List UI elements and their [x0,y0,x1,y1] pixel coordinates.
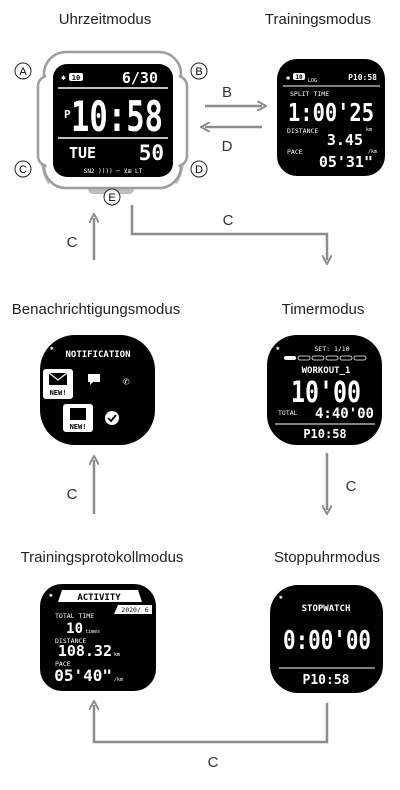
distance-unit: km [114,652,120,658]
message-icon [88,374,100,385]
svg-text:✱: ✱ [49,345,54,352]
label-training-log-mode: Trainingsprotokollmodus [20,549,184,566]
check-icon [105,411,119,425]
split-time: 1:00'25 [288,98,374,127]
phone-icon: ✆ [123,375,130,388]
arrow-d-label: D [221,138,233,155]
time: 10:58 [71,92,163,141]
arrow-c-label: C [222,212,234,229]
distance: 3.45 [327,131,363,149]
notification-title: NOTIFICATION [65,350,130,360]
total-time-label: TOTAL TIME [55,612,94,620]
svg-text:✱: ✱ [275,345,280,352]
distance-label: DISTANCE [55,637,86,645]
training-screen: ✱ 10 LOG P10:58 SPLIT TIME 1:00'25 DISTA… [277,59,385,176]
battery-level: 10 [295,74,303,81]
arrow-c-label: C [345,478,357,495]
battery-level: 10 [72,74,80,82]
label-training-mode: Trainingsmodus [264,11,372,28]
timekeeping-screen: ✱ 10 6/30 P 10:58 TUE 50 SN2 )))) ⌐ ⊻⊞ L… [58,69,168,175]
label-notification-mode: Benachrichtigungsmodus [11,301,181,318]
distance-unit: km [366,127,372,133]
timer-set: SET: 1/10 [314,345,349,353]
label-stopwatch-mode: Stoppuhrmodus [274,549,380,566]
status-icons: SN2 )))) ⌐ ⊻⊞ LT [84,168,143,175]
clock: P10:58 [303,673,350,688]
arrow-stopwatch-to-log [94,703,329,744]
times-unit: times [85,629,100,635]
clock: P10:58 [303,427,346,441]
pace-label: PACE [55,660,71,668]
new-badge: NEW! [50,389,67,397]
log-indicator: LOG [308,78,317,84]
button-e-label: E [108,192,115,204]
total-label: TOTAL [278,409,298,417]
weekday: TUE [69,144,96,162]
seconds: 50 [139,141,164,165]
distance-label: DISTANCE [287,127,318,135]
new-badge: NEW! [70,423,87,431]
timer-time: 10'00 [291,375,361,409]
training-log-screen: ✱ ACTIVITY 2020/ 6 TOTAL TIME 10 times D… [40,584,156,691]
button-d-label: D [195,164,203,176]
stopwatch-screen: ✱ STOPWATCH 0:00'00 P10:58 [270,585,383,693]
button-a-label: A [19,66,27,78]
distance: 108.32 [58,642,112,660]
arrow-b-label: B [221,84,233,101]
date: 6/30 [122,69,158,87]
clock: P10:58 [348,73,377,82]
watch-display [53,64,173,177]
bluetooth-icon: ✱ [286,74,291,82]
watch-timekeeping [36,50,189,194]
svg-text:✱: ✱ [278,594,283,601]
pace: 05'31" [319,153,373,171]
arrow-c-label: C [207,754,219,771]
stopwatch-title: STOPWATCH [302,604,351,614]
activity-title: ACTIVITY [77,593,121,603]
notification-screen: ✱ NOTIFICATION NEW! ✆ NEW! [40,335,155,445]
total-time: 4:40'00 [315,406,374,422]
split-time-label: SPLIT TIME [290,90,329,98]
arrow-e-to-timer [130,205,327,260]
arrow-c-label: C [66,486,78,503]
workout-name: WORKOUT_1 [302,366,351,376]
bluetooth-icon: ✱ [61,73,66,82]
label-timekeeping-mode: Uhrzeitmodus [58,11,152,28]
arrow-c-label: C [66,234,78,251]
pace: 05'40" [54,666,112,685]
pace-unit: /km [114,677,123,683]
button-c-label: C [19,164,27,176]
total-times: 10 [66,621,83,637]
label-timer-mode: Timermodus [281,301,365,318]
timer-screen: ✱ SET: 1/10 WORKOUT_1 10'00 TOTAL 4:40'0… [267,335,382,445]
pace-label: PACE [287,148,303,156]
svg-text:✱: ✱ [48,592,53,599]
log-date: 2020/ 6 [121,606,148,614]
pace-unit: /km [368,149,377,155]
button-b-label: B [195,66,202,78]
stopwatch-time: 0:00'00 [283,626,371,656]
pm-indicator: P [64,108,71,121]
